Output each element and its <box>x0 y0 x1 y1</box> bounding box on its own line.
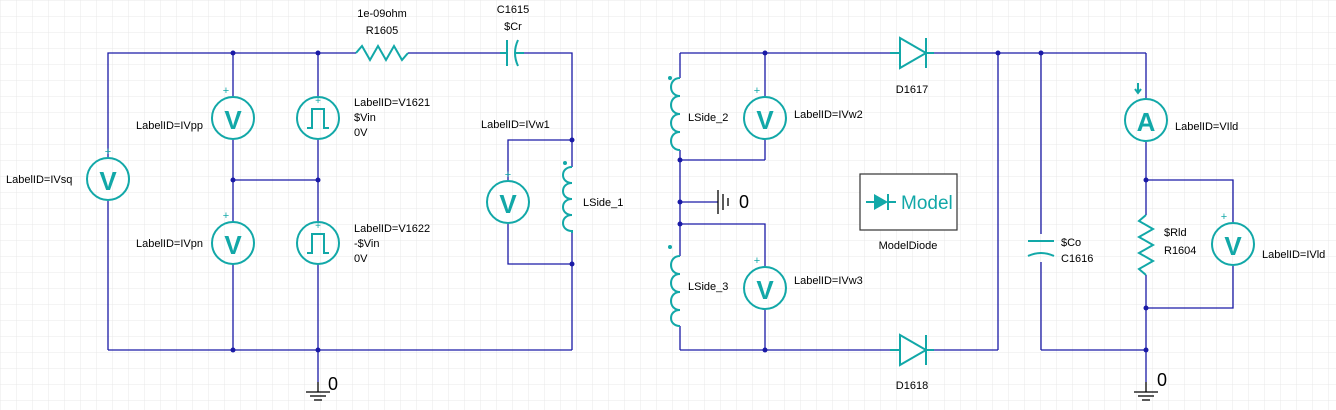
label-ivw1: LabelID=IVw1 <box>481 119 550 131</box>
label-v1622-offset: 0V <box>354 253 368 265</box>
voltmeter-ivld[interactable]: V + <box>1211 211 1255 266</box>
pulse-source-v1621[interactable]: + <box>296 96 340 140</box>
voltmeter-letter: V <box>99 166 117 196</box>
label-r1605-value: 1e-09ohm <box>357 8 407 20</box>
label-ivw2: LabelID=IVw2 <box>794 109 863 121</box>
label-lside2: LSide_2 <box>688 112 728 124</box>
plus-marker: + <box>754 255 760 267</box>
voltmeter-ivsq[interactable]: V + <box>86 146 130 201</box>
label-model-diode: ModelDiode <box>879 240 938 252</box>
label-lside1: LSide_1 <box>583 197 623 209</box>
inductor-lside1[interactable] <box>562 161 573 233</box>
resistor-icon <box>355 43 409 63</box>
label-d1617: D1617 <box>896 84 928 96</box>
label-c1615-value: $Cr <box>504 21 522 33</box>
voltmeter-letter: V <box>224 230 242 260</box>
label-r1604-value: $Rld <box>1164 227 1187 239</box>
label-v1622-value: -$Vin <box>354 238 379 250</box>
inductor-icon <box>670 255 681 327</box>
voltmeter-ivw1[interactable]: V + <box>486 169 530 224</box>
label-ground-right: 0 <box>1157 370 1167 390</box>
voltmeter-ivw2[interactable]: V + <box>743 85 787 140</box>
diode-d1618[interactable] <box>890 333 934 367</box>
resistor-r1605[interactable] <box>355 43 409 63</box>
voltmeter-icon <box>486 180 530 224</box>
label-d1618: D1618 <box>896 380 928 392</box>
voltmeter-ivw3[interactable]: V + <box>743 255 787 310</box>
label-lside3: LSide_3 <box>688 281 728 293</box>
label-r1605-name: R1605 <box>366 25 398 37</box>
capacitor-c1615[interactable] <box>500 39 524 67</box>
label-v1621-id: LabelID=V1621 <box>354 97 430 109</box>
voltmeter-icon <box>1211 222 1255 266</box>
ground-icon <box>306 382 330 401</box>
plus-marker: + <box>315 96 321 107</box>
ammeter-icon <box>1124 98 1168 142</box>
plus-marker: + <box>315 221 321 232</box>
ammeter-letter: A <box>1137 107 1156 137</box>
voltmeter-letter: V <box>499 189 517 219</box>
inductor-icon <box>562 166 573 233</box>
wire-junctions <box>230 50 1149 353</box>
diode-icon <box>890 36 934 70</box>
plus-marker: + <box>1221 211 1227 223</box>
label-ivsq: LabelID=IVsq <box>6 174 72 186</box>
resistor-icon <box>1136 214 1156 276</box>
model-text: Model <box>901 193 953 214</box>
ground-right[interactable] <box>1134 382 1158 401</box>
voltmeter-icon <box>211 221 255 265</box>
ground-mid[interactable] <box>717 190 729 214</box>
label-ground-left: 0 <box>328 374 338 394</box>
label-r1604-name: R1604 <box>1164 245 1196 257</box>
label-ivld: LabelID=IVld <box>1262 249 1325 261</box>
ground-icon <box>717 190 729 214</box>
diode-icon <box>874 194 888 210</box>
plus-marker: + <box>754 85 760 97</box>
voltmeter-ivpp[interactable]: V + <box>211 85 255 140</box>
plus-marker: + <box>223 85 229 97</box>
voltmeter-letter: V <box>224 105 242 135</box>
plus-marker: + <box>505 169 511 181</box>
plus-marker: + <box>105 146 111 158</box>
capacitor-icon <box>1027 240 1055 257</box>
inductor-lside3[interactable] <box>668 245 681 327</box>
label-ivw3: LabelID=IVw3 <box>794 275 863 287</box>
voltmeter-icon <box>211 96 255 140</box>
label-vild: LabelID=VIld <box>1175 121 1238 133</box>
voltmeter-icon <box>743 266 787 310</box>
voltmeter-icon <box>86 157 130 201</box>
inductor-lside2[interactable] <box>668 76 681 151</box>
voltmeter-ivpn[interactable]: V + <box>211 210 255 265</box>
capacitor-icon <box>500 39 524 67</box>
label-c1616-value: $Co <box>1061 237 1081 249</box>
model-diode-block[interactable]: Model <box>859 173 958 231</box>
label-ground-mid: 0 <box>739 192 749 212</box>
label-c1615-name: C1615 <box>497 4 529 16</box>
label-ivpn: LabelID=IVpn <box>136 238 203 250</box>
label-ivpp: LabelID=IVpp <box>136 120 203 132</box>
voltmeter-letter: V <box>756 275 774 305</box>
voltmeter-letter: V <box>756 105 774 135</box>
plus-marker: + <box>223 210 229 222</box>
label-v1621-offset: 0V <box>354 127 368 139</box>
ground-left[interactable] <box>306 382 330 401</box>
voltmeter-letter: V <box>1224 231 1242 261</box>
pulse-source-icon <box>296 96 340 140</box>
label-v1621-value: $Vin <box>354 112 376 124</box>
label-c1616-name: C1616 <box>1061 253 1093 265</box>
capacitor-c1616[interactable] <box>1027 240 1055 257</box>
inductor-icon <box>670 77 681 151</box>
resistor-r1604[interactable] <box>1136 214 1156 276</box>
diode-d1617[interactable] <box>890 36 934 70</box>
label-v1622-id: LabelID=V1622 <box>354 223 430 235</box>
pulse-source-icon <box>296 221 340 265</box>
ground-icon <box>1134 382 1158 401</box>
diode-icon <box>890 333 934 367</box>
voltmeter-icon <box>743 96 787 140</box>
wires <box>107 52 1234 382</box>
pulse-source-v1622[interactable]: + <box>296 221 340 265</box>
ammeter-vild[interactable]: A <box>1124 83 1168 142</box>
